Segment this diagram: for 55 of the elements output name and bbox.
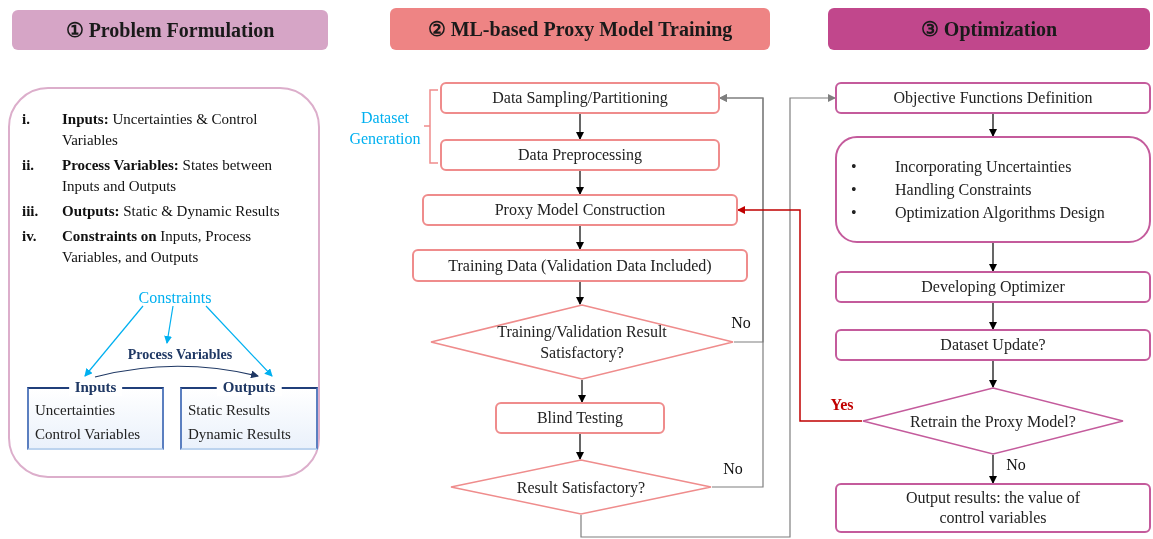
section-header: ① Problem Formulation: [12, 10, 328, 50]
process-box: Blind Testing: [495, 402, 665, 434]
arrow: [576, 281, 584, 305]
constraints-label: Constraints: [120, 287, 230, 308]
arrow: [84, 305, 144, 377]
arrow: [737, 206, 863, 422]
process-box: [835, 136, 1151, 243]
process-label: Process Variables: [112, 346, 248, 364]
arrow: [989, 242, 997, 272]
arrow: [989, 113, 997, 137]
arrow: [94, 365, 259, 379]
process-box: Developing Optimizer: [835, 271, 1151, 303]
group-item: Uncertainties: [35, 401, 116, 420]
bullet-marker: •: [851, 203, 858, 223]
bullet-marker: •: [851, 180, 858, 200]
process-box: Data Preprocessing: [440, 139, 720, 171]
list-numeral: iv.: [22, 227, 38, 246]
list-item: Inputs: Uncertainties & Control Variables: [62, 110, 259, 150]
section-header: ② ML-based Proxy Model Training: [390, 8, 770, 50]
arrow: [164, 305, 174, 344]
list-numeral: iii.: [22, 202, 40, 221]
bullet-item: Handling Constraints: [895, 180, 1033, 201]
arrow: [576, 113, 584, 140]
list-numeral: ii.: [22, 156, 36, 175]
bullet-item: Optimization Algorithms Design: [895, 203, 1105, 224]
arrow: [578, 379, 586, 403]
process-box: Proxy Model Construction: [422, 194, 738, 226]
arrow: [711, 94, 764, 488]
process-box: Output results: the value of control variables: [835, 483, 1151, 533]
rounded-panel: [8, 87, 320, 478]
list-item: Constraints on Inputs, Process Variables, and Outputs: [62, 227, 253, 267]
section-header: ③ Optimization: [828, 8, 1150, 50]
process-box: Data Sampling/Partitioning: [440, 82, 720, 114]
decision-diamond: Retrain the Proxy Model?: [862, 387, 1124, 455]
list-item: Process Variables: States between Inputs and Outputs: [62, 156, 274, 196]
process-box: Training Data (Validation Data Included): [412, 249, 748, 282]
bullet-marker: •: [851, 157, 858, 177]
process-box: Dataset Update?: [835, 329, 1151, 361]
arrow: [576, 170, 584, 195]
arrow: [205, 305, 273, 377]
decision-diamond: Result Satisfactory?: [450, 459, 712, 515]
group-label: Dataset Generation: [348, 108, 422, 149]
arrow: [580, 94, 836, 538]
group-item: Dynamic Results: [188, 425, 291, 444]
group-item: Static Results: [188, 401, 272, 420]
arrow: [576, 225, 584, 250]
list-item: Outputs: Static & Dynamic Results: [62, 202, 281, 221]
group-item: Control Variables: [35, 425, 141, 444]
arrow: [989, 454, 997, 484]
list-numeral: i.: [22, 110, 31, 129]
bullet-item: Incorporating Uncertainties: [895, 157, 1073, 178]
arrow: [989, 302, 997, 330]
arrow: [989, 360, 997, 388]
process-box: Objective Functions Definition: [835, 82, 1151, 114]
arrow: [576, 433, 584, 460]
